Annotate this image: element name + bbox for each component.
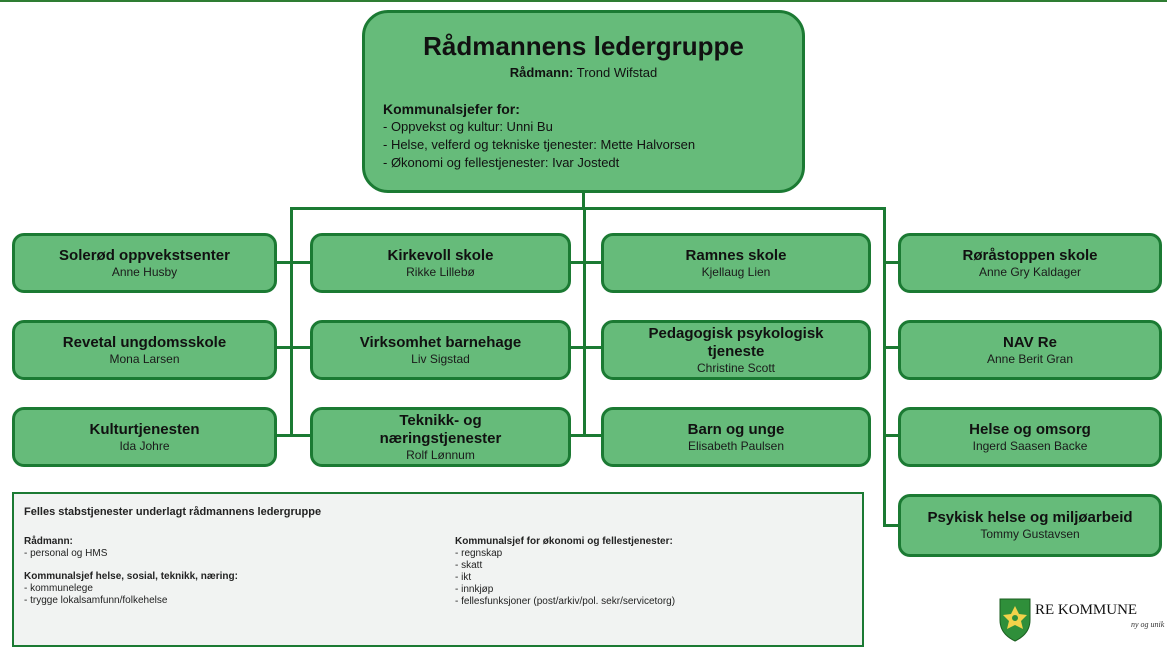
unit-leader: Rikke Lillebø [406, 264, 475, 279]
municipal-director-item: - Helse, velferd og tekniske tjenester: … [383, 137, 696, 152]
connector-line [276, 261, 312, 264]
staff-group-item: - fellesfunksjoner (post/arkiv/pol. sekr… [455, 596, 676, 607]
municipal-directors-header: Kommunalsjefer for: [383, 101, 520, 117]
coat-of-arms-icon [999, 598, 1031, 642]
unit-title: Helse og omsorg [969, 420, 1091, 438]
unit-box-ramnes: Ramnes skole Kjellaug Lien [601, 233, 871, 293]
staff-group-header: Kommunalsjef helse, sosial, teknikk, nær… [24, 571, 238, 582]
unit-box-psykisk-helse: Psykisk helse og miljøarbeid Tommy Gusta… [898, 494, 1162, 557]
unit-title: Pedagogisk psykologisk tjeneste [648, 324, 824, 360]
unit-title: Barn og unge [687, 420, 785, 438]
unit-box-kulturtjenesten: Kulturtjenesten Ida Johre [12, 407, 277, 467]
unit-title: Virksomhet barnehage [359, 333, 522, 351]
leadership-group-box: Rådmannens ledergruppe Rådmann: Trond Wi… [362, 10, 805, 193]
unit-box-nav-re: NAV Re Anne Berit Gran [898, 320, 1162, 380]
unit-title: Revetal ungdomsskole [62, 333, 227, 351]
unit-title: Kulturtjenesten [89, 420, 200, 438]
chief-executive-name: Trond Wifstad [576, 65, 658, 80]
unit-title: Solerød oppvekstsenter [59, 246, 230, 264]
unit-leader: Anne Berit Gran [986, 351, 1074, 366]
staff-services-title: Felles stabstjenester underlagt rådmanne… [24, 506, 322, 518]
municipal-directors-list: Kommunalsjefer for: - Oppvekst og kultur… [383, 100, 695, 172]
logo-text: RE KOMMUNE [1035, 602, 1138, 618]
connector-line [570, 434, 604, 437]
unit-leader: Tommy Gustavsen [980, 527, 1080, 541]
unit-leader: Ingerd Saasen Backe [972, 438, 1088, 453]
connector-line [883, 434, 901, 437]
staff-group-header: Kommunalsjef for økonomi og fellestjenes… [455, 536, 673, 547]
unit-title: Ramnes skole [685, 246, 787, 264]
unit-box-solerod: Solerød oppvekstsenter Anne Husby [12, 233, 277, 293]
unit-leader: Mona Larsen [109, 351, 180, 366]
connector-line [276, 434, 312, 437]
staff-group-item: - ikt [455, 572, 472, 583]
municipal-director-item: - Oppvekst og kultur: Unni Bu [383, 119, 553, 134]
staff-group-item: - regnskap [455, 548, 503, 559]
chief-executive-label: Rådmann: [509, 65, 574, 80]
leadership-group-title: Rådmannens ledergruppe [423, 31, 744, 61]
unit-leader: Rolf Lønnum [406, 447, 475, 462]
unit-leader: Kjellaug Lien [701, 264, 771, 279]
re-kommune-logo: RE KOMMUNE ny og unik [999, 596, 1167, 646]
unit-leader: Anne Husby [111, 264, 178, 279]
connector-line [570, 346, 604, 349]
unit-leader: Christine Scott [696, 360, 776, 375]
connector-line [276, 346, 312, 349]
unit-leader: Liv Sigstad [411, 351, 470, 366]
unit-title: Teknikk- og næringstjenester [379, 411, 502, 447]
unit-title: Psykisk helse og miljøarbeid [927, 509, 1133, 526]
chief-executive-line: Rådmann: Trond Wifstad [365, 65, 802, 81]
connector-line [570, 261, 604, 264]
connector-line [883, 346, 901, 349]
connector-line [883, 261, 901, 264]
connector-line [883, 207, 886, 527]
unit-leader: Anne Gry Kaldager [978, 264, 1082, 279]
unit-title: NAV Re [1003, 333, 1057, 351]
municipal-director-item: - Økonomi og fellestjenester: Ivar Joste… [383, 155, 620, 170]
connector-line [583, 207, 586, 437]
connector-line [290, 207, 293, 437]
connector-line [883, 524, 901, 527]
staff-services-right-column: Kommunalsjef for økonomi og fellestjenes… [455, 536, 675, 608]
unit-box-kirkevoll: Kirkevoll skole Rikke Lillebø [310, 233, 571, 293]
staff-services-box: Felles stabstjenester underlagt rådmanne… [12, 492, 864, 647]
unit-leader: Ida Johre [119, 438, 170, 453]
staff-group-item: - personal og HMS [24, 548, 108, 559]
staff-group-item: - skatt [455, 560, 483, 571]
staff-group-item: - innkjøp [455, 584, 494, 595]
staff-services-left-column: Rådmann: - personal og HMS Kommunalsjef … [24, 536, 238, 607]
staff-group-header: Rådmann: [24, 536, 73, 547]
staff-group-item: - kommunelege [24, 583, 93, 594]
unit-box-roraastoppen: Røråstoppen skole Anne Gry Kaldager [898, 233, 1162, 293]
staff-group-item: - trygge lokalsamfunn/folkehelse [24, 595, 168, 606]
unit-box-helse-omsorg: Helse og omsorg Ingerd Saasen Backe [898, 407, 1162, 467]
unit-box-revetal: Revetal ungdomsskole Mona Larsen [12, 320, 277, 380]
unit-title: Kirkevoll skole [387, 246, 494, 264]
unit-box-teknikk: Teknikk- og næringstjenester Rolf Lønnum [310, 407, 571, 467]
unit-box-barnehage: Virksomhet barnehage Liv Sigstad [310, 320, 571, 380]
connector-line [290, 207, 886, 210]
unit-title: Røråstoppen skole [962, 246, 1098, 264]
unit-box-ppt: Pedagogisk psykologisk tjeneste Christin… [601, 320, 871, 380]
connector-line [582, 192, 585, 210]
top-border-line [0, 0, 1167, 2]
logo-tagline: ny og unik [1131, 620, 1165, 629]
unit-leader: Elisabeth Paulsen [687, 438, 785, 453]
unit-box-barn-og-unge: Barn og unge Elisabeth Paulsen [601, 407, 871, 467]
